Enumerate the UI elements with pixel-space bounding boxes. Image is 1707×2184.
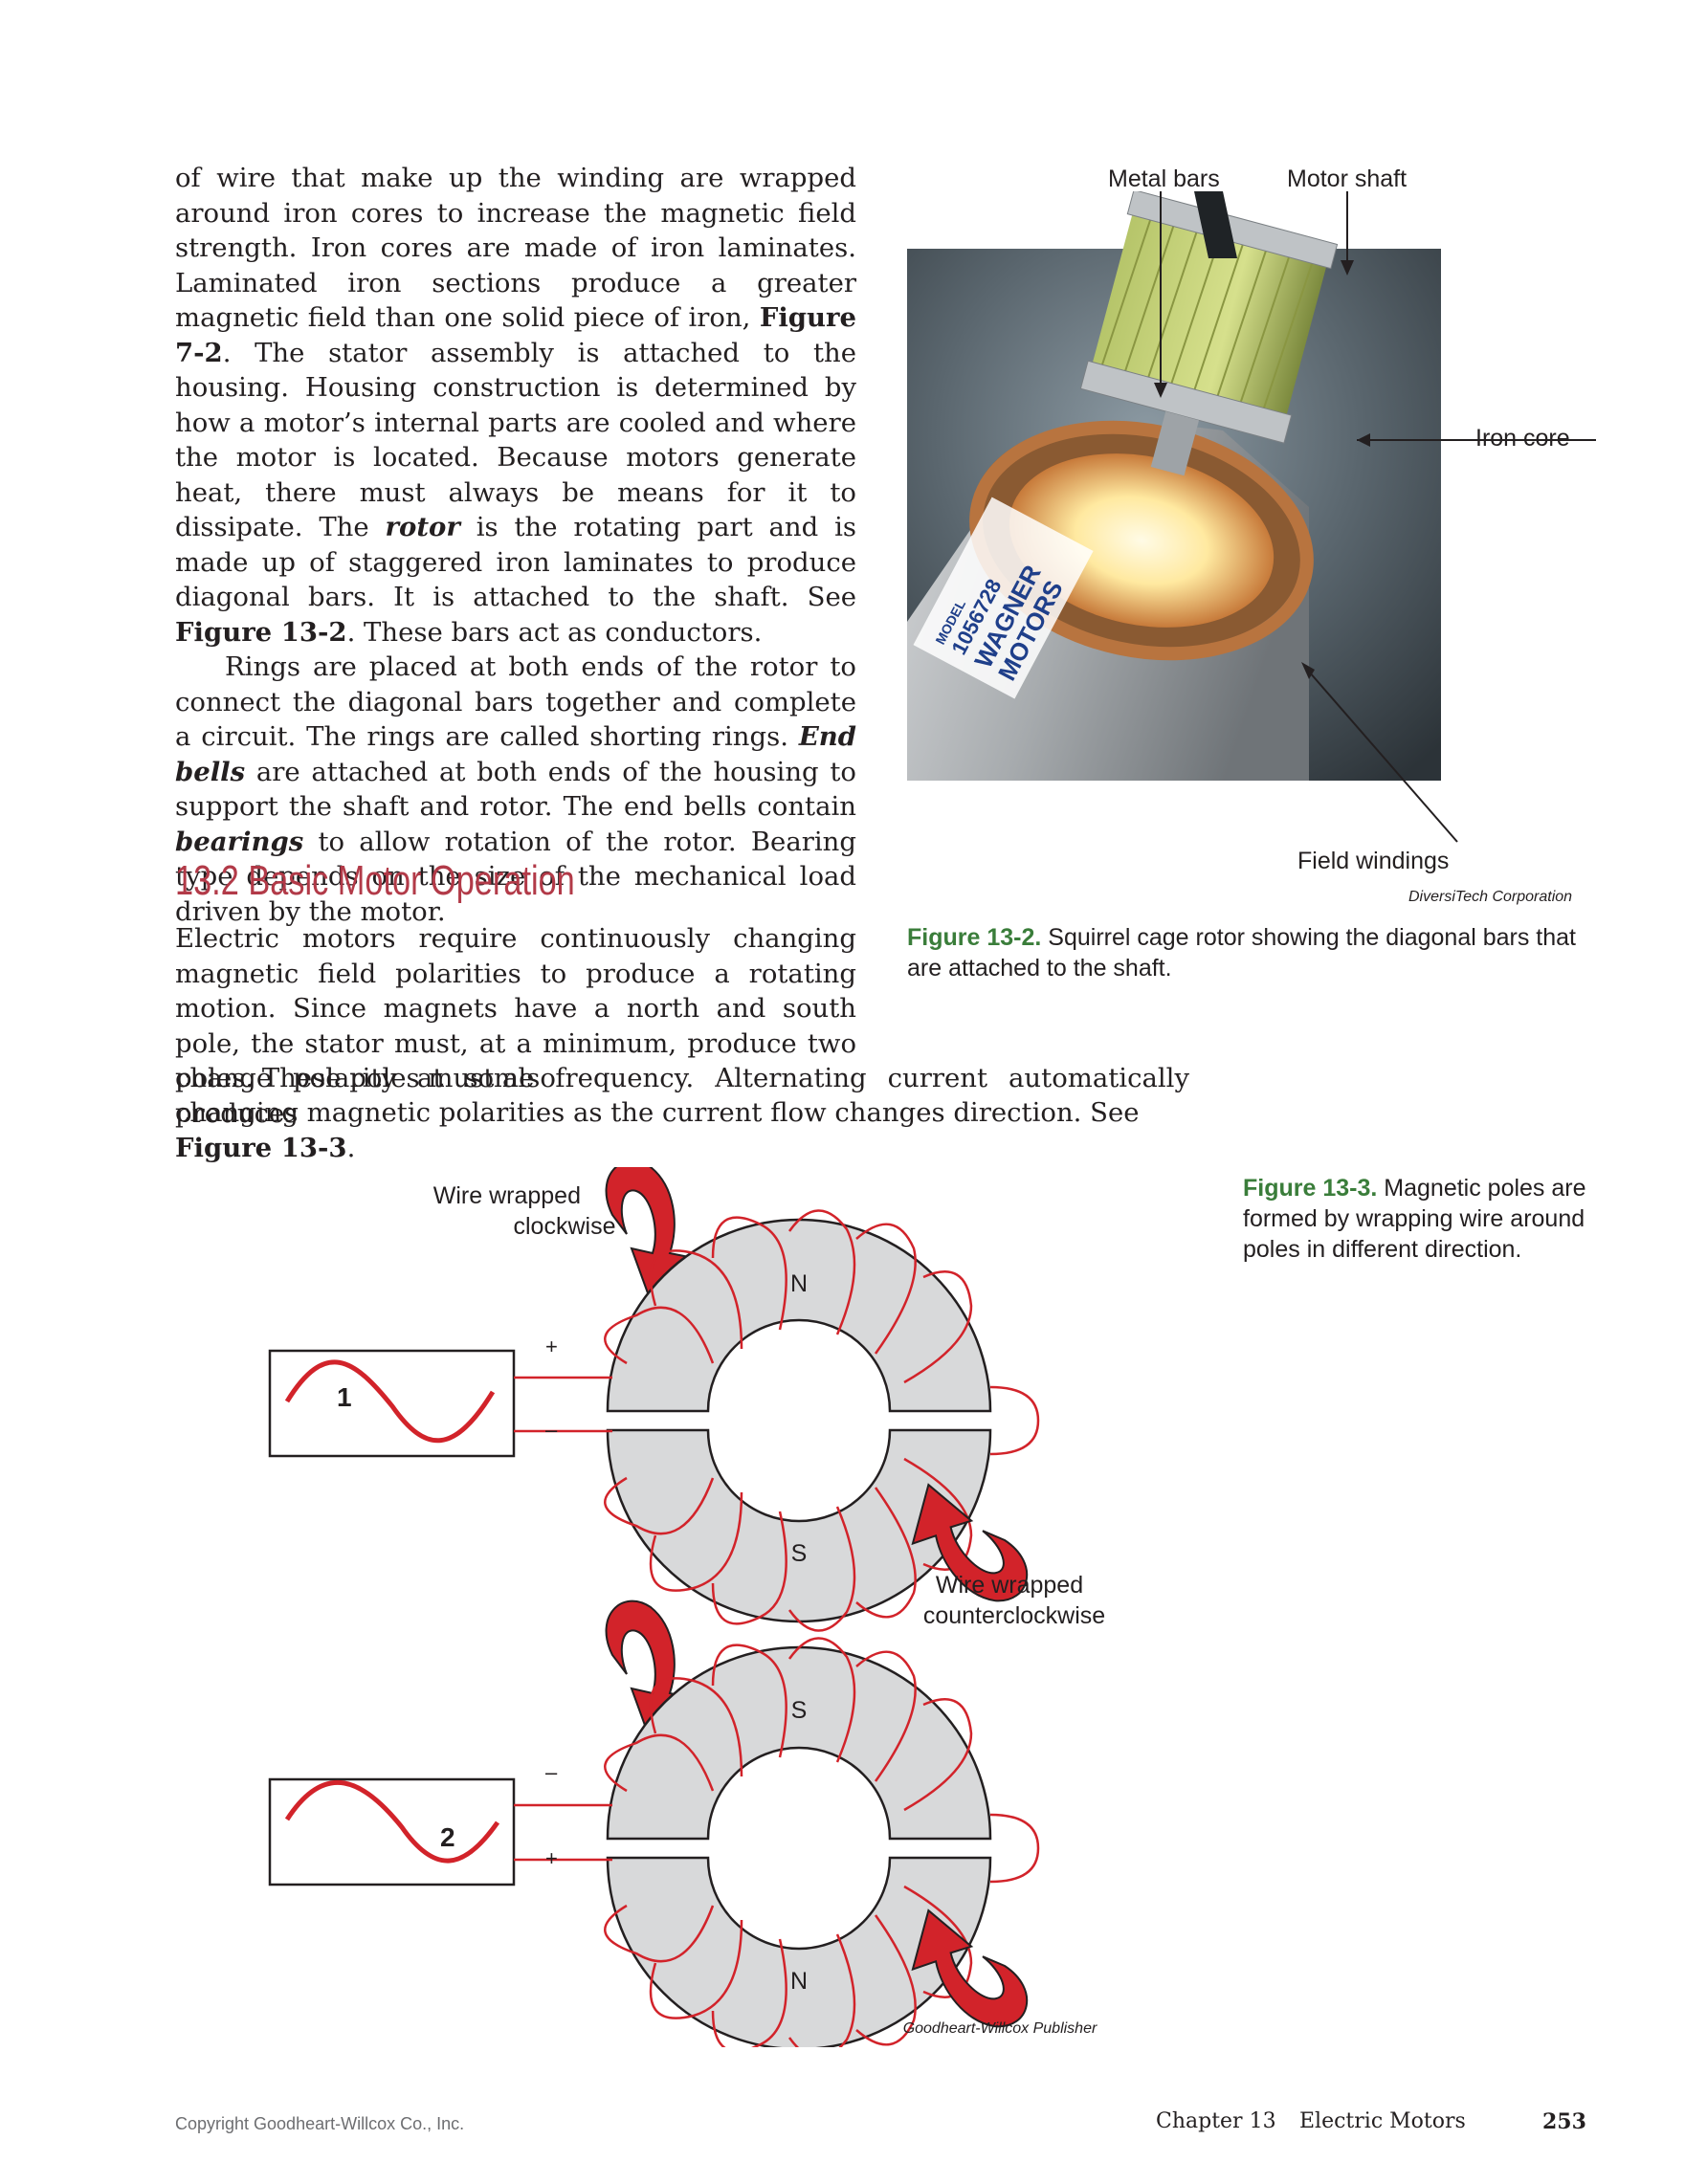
callout-lines: [1154, 191, 1472, 843]
label-wire-clockwise-2: clockwise: [514, 1213, 616, 1240]
pole-s-1: S: [791, 1540, 808, 1567]
figure-13-2-number: Figure 13-2.: [907, 924, 1042, 951]
figure-ref[interactable]: Figure 7-2: [175, 302, 856, 368]
nameplate: MODEL 1056728 WAGNER MOTORS: [913, 496, 1094, 699]
paragraph-3-last-line: changing magnetic polarities as the curr…: [175, 1097, 1140, 1163]
figure-13-3-caption: Figure 13-3. Magnetic poles are formed b…: [1243, 1175, 1586, 1263]
page-number: 253: [1542, 2109, 1586, 2134]
paragraph-3-wide-line: change polarity at some frequency. Alter…: [175, 1063, 1189, 1129]
paragraph-1: of wire that make up the winding are wra…: [175, 163, 856, 648]
diagram-2: S N 2 – +: [268, 1599, 1040, 2047]
figure-13-2-caption: Figure 13-2. Squirrel cage rotor showing…: [907, 924, 1577, 982]
footer-chapter: Chapter 13: [1156, 2109, 1276, 2133]
label-iron-core: Iron core: [1475, 425, 1570, 452]
photo-image: MODEL 1056728 WAGNER MOTORS: [907, 191, 1441, 781]
body-text-column: of wire that make up the winding are wra…: [175, 161, 856, 929]
ac-source-2: [268, 1777, 516, 1886]
figure-13-3-diagram: Wire wrapped clockwise N S 1 + – Wire wr…: [268, 1167, 1105, 2047]
photo-credit: DiversiTech Corporation: [1408, 889, 1573, 905]
sine-wave-1: [284, 1359, 496, 1444]
term-end-bells: End bells: [175, 721, 856, 787]
label-wire-clockwise-1: Wire wrapped: [433, 1182, 581, 1209]
source-number-1: 1: [337, 1382, 352, 1412]
terminal-plus-1: +: [545, 1335, 558, 1358]
paragraph-2: Rings are placed at both ends of the rot…: [175, 651, 856, 927]
term-bearings: bearings: [175, 826, 304, 857]
label-wire-ccw-2: counterclockwise: [923, 1602, 1105, 1629]
terminal-minus-1: –: [545, 1418, 558, 1442]
footer-copyright: Copyright Goodheart-Willcox Co., Inc.: [175, 2114, 465, 2133]
label-field-windings: Field windings: [1297, 848, 1450, 874]
figure-13-3-number: Figure 13-3.: [1243, 1175, 1378, 1202]
terminal-plus-2: +: [545, 1846, 558, 1870]
label-metal-bars: Metal bars: [1108, 165, 1220, 192]
figure-ref[interactable]: Figure 13-2: [175, 616, 347, 648]
section-heading: 13.2 Basic Motor Operation: [175, 857, 575, 904]
motor-photo: MODEL 1056728 WAGNER MOTORS: [907, 191, 1596, 843]
diagram-1: Wire wrapped clockwise N S 1 + – Wire wr…: [268, 1167, 1105, 1632]
diagram-credit: Goodheart-Willcox Publisher: [903, 2020, 1097, 2037]
source-number-2: 2: [440, 1822, 455, 1852]
pole-n-2: N: [790, 1968, 808, 1995]
label-wire-ccw-1: Wire wrapped: [936, 1572, 1083, 1599]
term-rotor: rotor: [385, 512, 460, 542]
terminal-minus-2: –: [545, 1760, 558, 1784]
paragraph-3-narrow: Electric motors require continuously cha…: [175, 923, 856, 1093]
figure-ref[interactable]: Figure 13-3: [175, 1132, 347, 1163]
label-motor-shaft: Motor shaft: [1287, 165, 1408, 192]
pole-s-2: S: [791, 1697, 808, 1724]
pole-n-1: N: [790, 1270, 808, 1297]
sine-wave-2: [284, 1779, 500, 1864]
footer-chapter-title: Electric Motors: [1299, 2109, 1466, 2133]
